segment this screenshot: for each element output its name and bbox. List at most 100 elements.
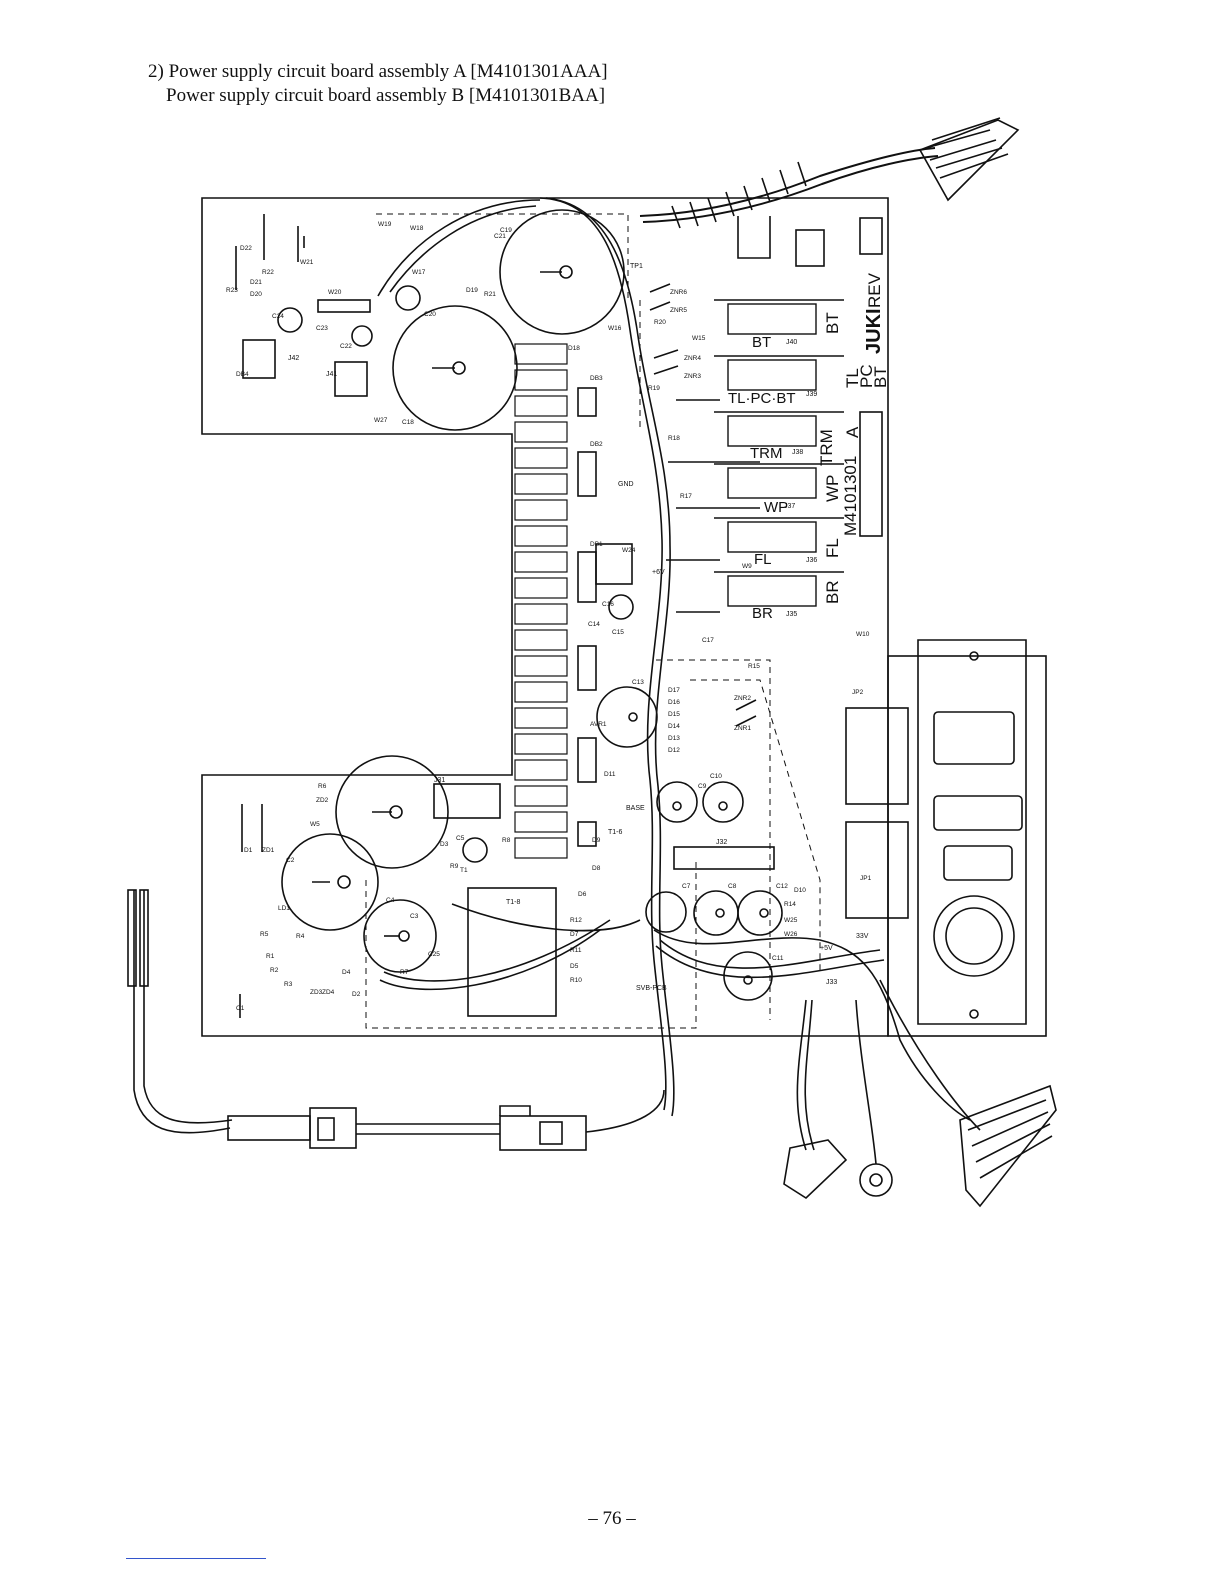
label-j37: J37	[784, 503, 795, 510]
component-label-w9: W9	[742, 563, 752, 570]
label-t1-8: T1-8	[506, 899, 521, 906]
label-bt: BT	[752, 334, 771, 351]
component-label-d13: D13	[668, 735, 680, 742]
heading-line-1: 2) Power supply circuit board assembly A…	[148, 61, 608, 82]
label-trm: TRM	[750, 445, 783, 462]
component-label-znr4: ZNR4	[684, 355, 701, 362]
heatsink	[514, 343, 568, 859]
side-panel	[887, 655, 1047, 1037]
component-label-d21: D21	[250, 279, 262, 286]
component-label-c20: C20	[424, 311, 436, 318]
component-label-w19: W19	[378, 221, 392, 228]
component-label-d5: D5	[570, 963, 579, 970]
component-label-c10: C10	[710, 773, 722, 780]
component-label-r20: R20	[654, 319, 666, 326]
harness-top	[639, 147, 936, 217]
component-label-c16: C16	[602, 601, 614, 608]
component-label-r10: R10	[570, 977, 582, 984]
side-label-bt: BT	[823, 312, 842, 334]
component-label-znr6: ZNR6	[670, 289, 687, 296]
component-label-r15: R15	[748, 663, 760, 670]
heading-line-2: Power supply circuit board assembly B [M…	[166, 85, 606, 106]
component-label-c1: C1	[236, 1005, 245, 1012]
component-label-d16: D16	[668, 699, 680, 706]
footer-rule	[126, 1558, 266, 1559]
component-label-r2: R2	[270, 967, 279, 974]
label-j35: J35	[786, 611, 797, 618]
component-label-c11: C11	[772, 955, 784, 962]
component-label-w18: W18	[410, 225, 424, 232]
component-label-c9: C9	[698, 783, 707, 790]
component-label-w10: W10	[856, 631, 870, 638]
component-label-w16: W16	[608, 325, 622, 332]
component-label-d17: D17	[668, 687, 680, 694]
label-j40: J40	[786, 339, 797, 346]
side-label-fl: FL	[823, 538, 842, 558]
component-label-r18: R18	[668, 435, 680, 442]
component-label-r19: R19	[648, 385, 660, 392]
page-number: – 76 –	[588, 1508, 636, 1529]
component-label-c15: C15	[612, 629, 624, 636]
component-label-c17: C17	[702, 637, 714, 644]
component-label-d9: D9	[592, 837, 601, 844]
component-label-w24: W24	[622, 547, 636, 554]
component-label-r3: R3	[284, 981, 293, 988]
component-label-zd4: ZD4	[322, 989, 335, 996]
label-33v: 33V	[856, 933, 869, 940]
component-label-t1: T1	[460, 867, 468, 874]
component-label-ld1: LD1	[278, 905, 290, 912]
label-j31: J31	[434, 777, 445, 784]
side-label-tl: TL	[843, 368, 862, 388]
label-j33: J33	[826, 979, 837, 986]
component-label-db3: DB3	[590, 375, 603, 382]
side-label-wp: WP	[823, 475, 842, 502]
component-label-c25: C25	[428, 951, 440, 958]
component-label-w26: W26	[784, 931, 798, 938]
component-label-db1: DB1	[590, 541, 603, 548]
component-label-w25: W25	[784, 917, 798, 924]
component-label-d11: D11	[604, 771, 616, 778]
component-label-db2: DB2	[590, 441, 603, 448]
component-label-c23: C23	[316, 325, 328, 332]
component-label-r4: R4	[296, 933, 305, 940]
label-tp1: TP1	[630, 263, 643, 270]
component-label-r21: R21	[484, 291, 496, 298]
brand-logo: JUKI	[863, 308, 885, 354]
label-j32: J32	[716, 839, 727, 846]
component-label-c7: C7	[682, 883, 691, 890]
component-label-avr1: AVR1	[590, 721, 607, 728]
component-label-c3: C3	[410, 913, 419, 920]
side-label-board-id: M4101301	[841, 456, 860, 536]
component-label-r9: R9	[450, 863, 459, 870]
component-label-d10: D10	[794, 887, 806, 894]
label-t1-6: T1-6	[608, 829, 623, 836]
label-j42: J42	[288, 355, 299, 362]
component-label-c12: C12	[776, 883, 788, 890]
connector-row	[714, 299, 844, 607]
component-label-w5: W5	[310, 821, 320, 828]
side-label-pc: PC	[857, 364, 876, 388]
component-label-znr3: ZNR3	[684, 373, 701, 380]
page-heading: 2) Power supply circuit board assembly A…	[148, 60, 608, 108]
component-label-d7: D7	[570, 931, 579, 938]
capacitor-c18	[392, 305, 518, 431]
component-label-d14: D14	[668, 723, 680, 730]
component-label-r12: R12	[570, 917, 582, 924]
component-label-r8: R8	[502, 837, 511, 844]
component-label-w27: W27	[374, 417, 388, 424]
side-label-a: A	[843, 426, 862, 438]
component-label-znr5: ZNR5	[670, 307, 687, 314]
label-j36: J36	[806, 557, 817, 564]
component-label-zd2: ZD2	[316, 797, 329, 804]
component-label-r1: R1	[266, 953, 275, 960]
component-label-jp1: JP1	[860, 875, 872, 882]
component-label-d19: D19	[466, 287, 478, 294]
component-label-r5: R5	[260, 931, 269, 938]
component-label-w15: W15	[692, 335, 706, 342]
component-label-r17: R17	[680, 493, 692, 500]
wire-bundle	[539, 197, 667, 1111]
label-plus5v: +5V	[820, 945, 833, 952]
component-label-c4: C4	[386, 897, 395, 904]
component-label-db4: DB4	[236, 371, 249, 378]
